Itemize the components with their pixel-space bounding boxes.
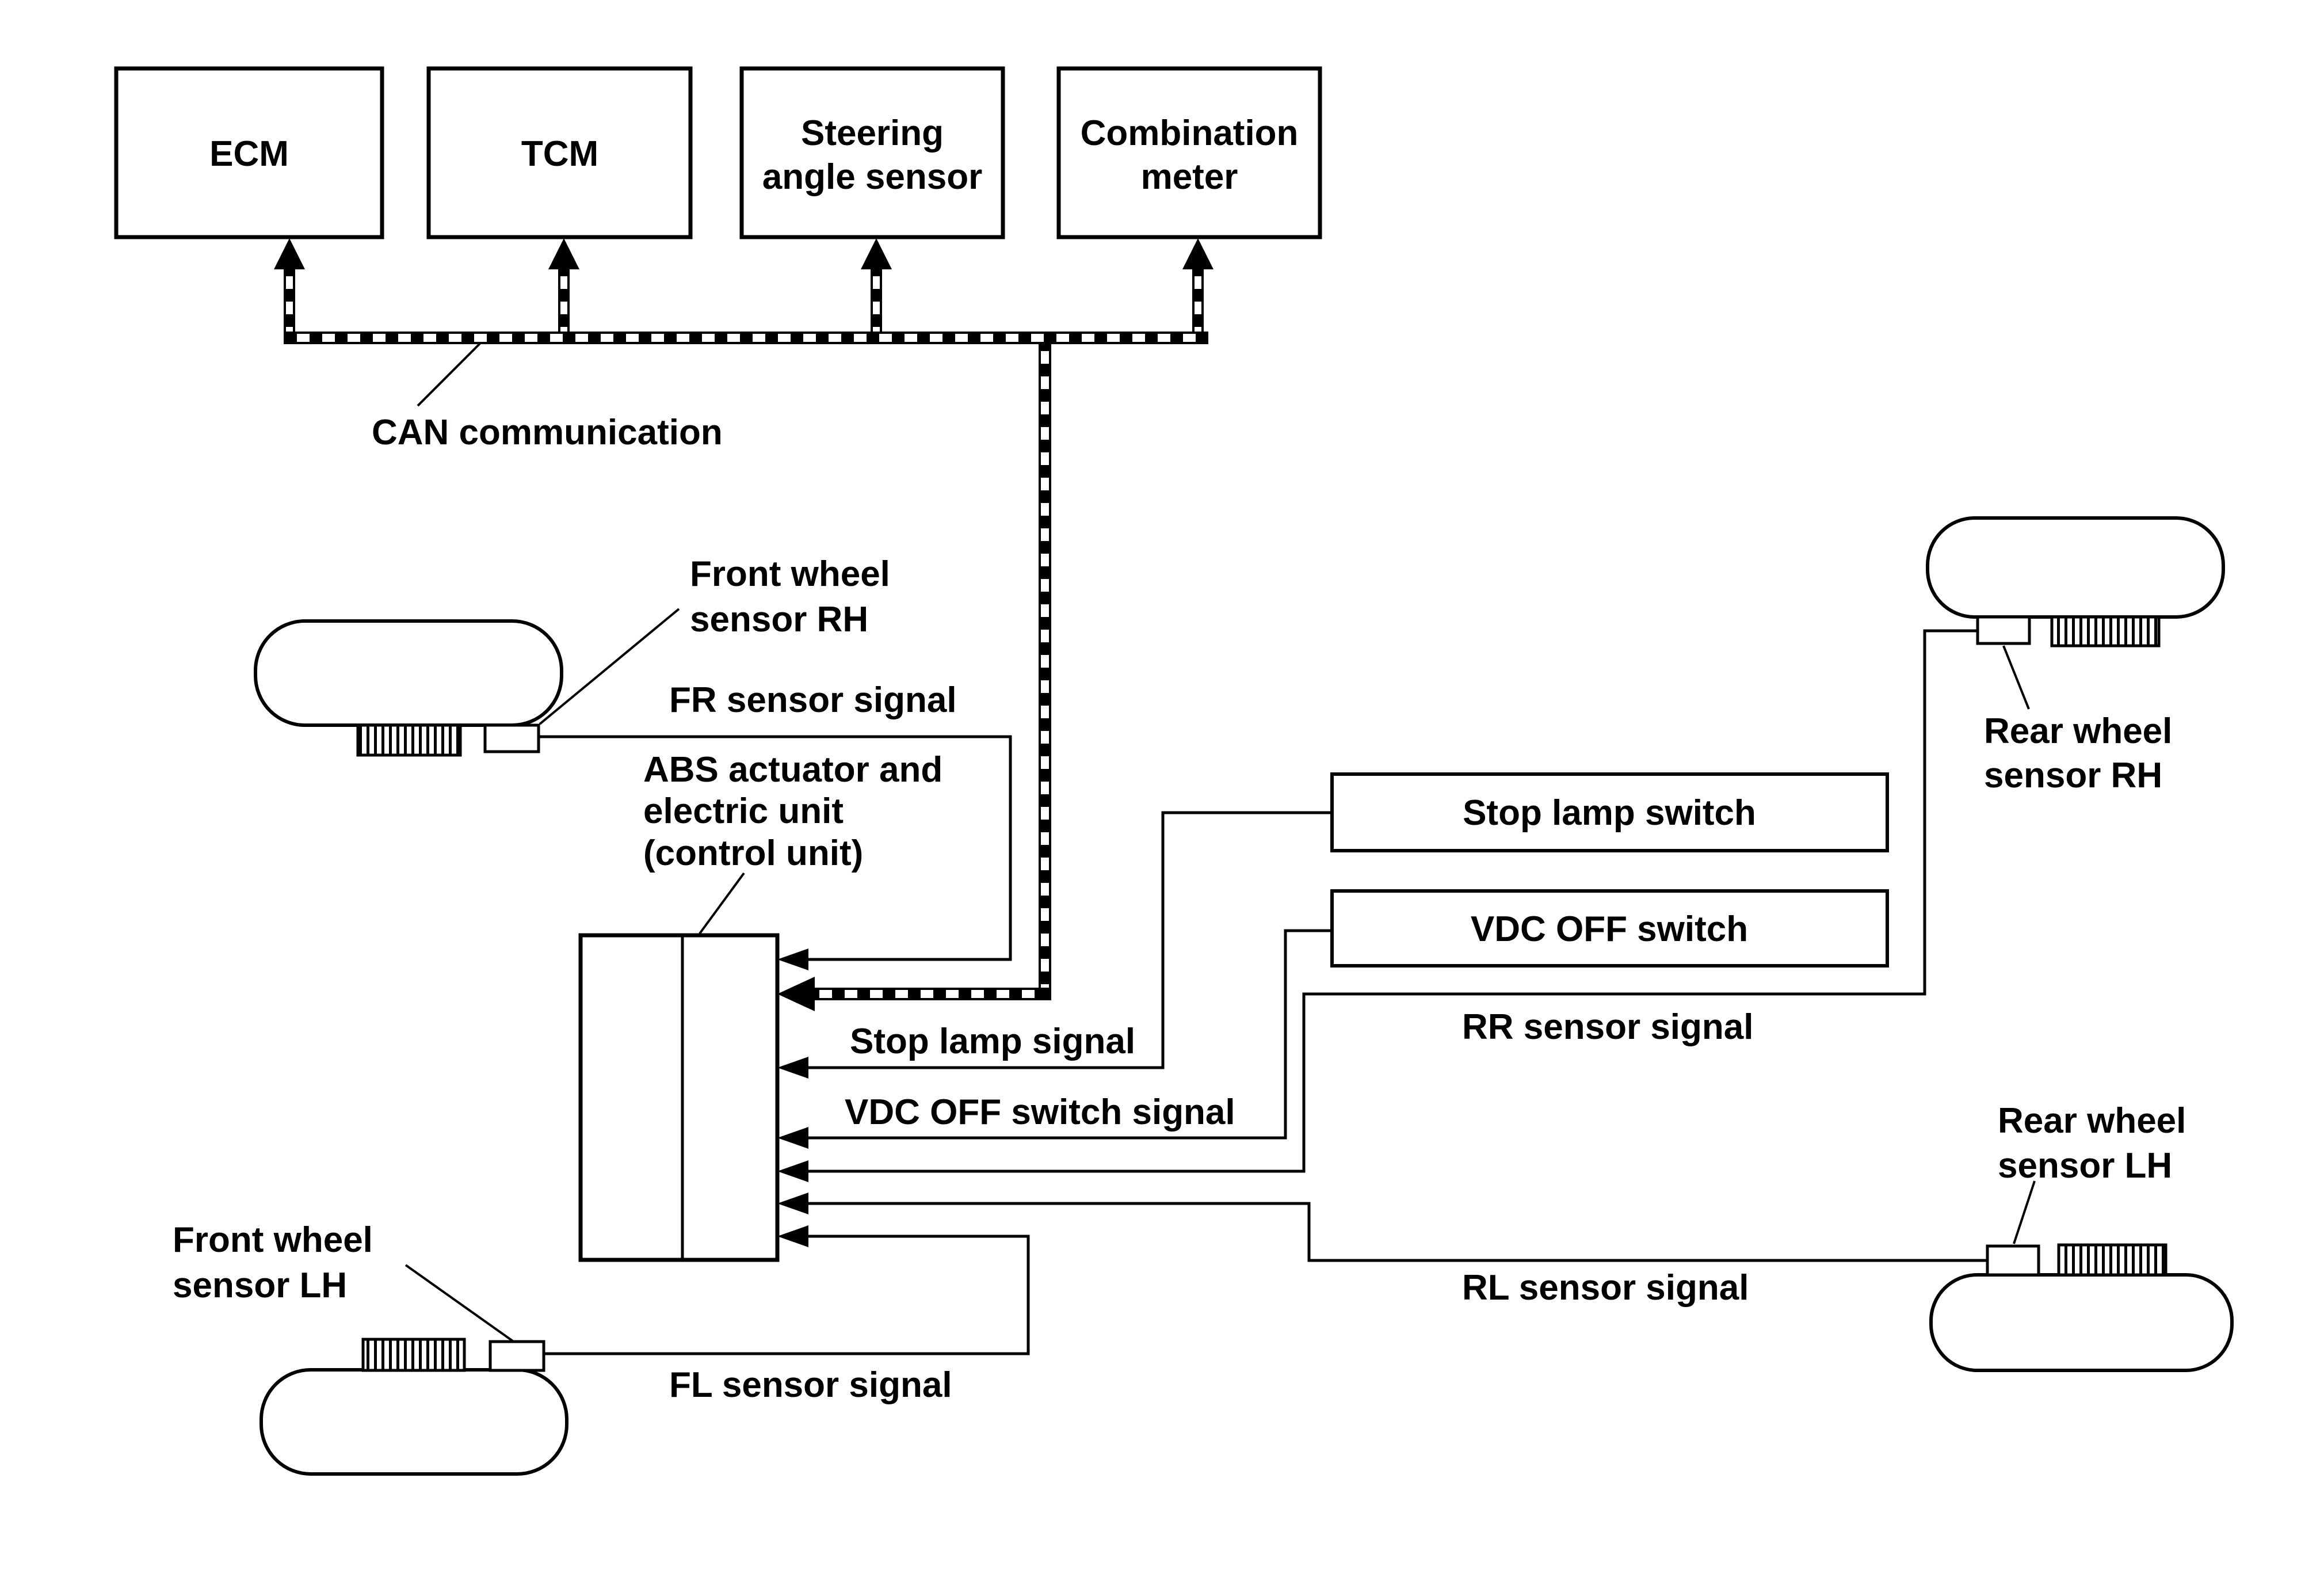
steering-angle-sensor-label-line1: Steering: [801, 113, 944, 153]
abs-unit-label-line3: (control unit): [643, 833, 863, 873]
fr-sensor-signal-label: FR sensor signal: [669, 680, 957, 720]
stop-arrow-icon: [777, 1057, 808, 1079]
rear-wheel-lh-label-line1: Rear wheel: [1998, 1101, 2186, 1141]
can-arrow-up-tcm-icon: [548, 238, 579, 269]
abs-unit-label-line2: electric unit: [643, 791, 844, 831]
can-arrow-up-combo-icon: [1182, 238, 1213, 269]
combination-meter-label-line1: Combination: [1081, 113, 1299, 153]
front-wheel-lh-label-line2: sensor LH: [173, 1266, 347, 1305]
fr-arrow-icon: [777, 949, 808, 970]
steering-angle-sensor-box: [739, 66, 1005, 239]
abs-label-pointer-line: [699, 872, 745, 935]
fl-sensor-signal-wire: [544, 1235, 1030, 1355]
fl-arrow-icon: [777, 1225, 808, 1247]
front-wheel-rh: [254, 619, 563, 727]
front-lh-label-pointer-line: [404, 1264, 516, 1343]
rear-rh-label-pointer-line: [2002, 645, 2030, 710]
wheel-sensor-front-rh: [483, 723, 540, 753]
vdc-off-switch-label: VDC OFF switch: [1471, 909, 1748, 949]
front-wheel-lh-assembly: Front wheel sensor LH: [173, 1220, 568, 1476]
can-drop-line: [1039, 344, 1051, 1000]
vdc-off-switch-signal-wire: [807, 929, 1332, 1140]
rl-sensor-signal-label: RL sensor signal: [1462, 1268, 1749, 1308]
combination-meter-label-line2: meter: [1141, 157, 1238, 197]
can-arrow-up-ecm-icon: [274, 238, 305, 269]
vdc-off-switch-signal-label: VDC OFF switch signal: [845, 1092, 1235, 1132]
fr-sensor-signal-wire: [539, 735, 1012, 961]
combination-meter-box: [1056, 66, 1322, 239]
rr-sensor-signal-label: RR sensor signal: [1462, 1007, 1753, 1047]
stop-lamp-signal-label: Stop lamp signal: [850, 1022, 1135, 1061]
vdc-off-switch-box: [1330, 889, 1889, 967]
can-label-pointer-line: [417, 342, 481, 407]
front-wheel-rh-label-line2: sensor RH: [690, 600, 868, 639]
rear-wheel-rh-assembly: Rear wheel sensor RH: [1926, 516, 2225, 795]
tcm-label: TCM: [521, 134, 598, 174]
can-arrow-into-abs-icon: [777, 977, 815, 1011]
rear-wheel-rh: [1926, 516, 2225, 619]
front-wheel-lh: [260, 1368, 568, 1476]
ecm-label: ECM: [209, 134, 289, 174]
can-communication-label: CAN communication: [372, 413, 723, 452]
can-arrow-up-steering-icon: [861, 238, 892, 269]
wheel-sensor-rear-rh: [1976, 615, 2031, 645]
rr-sensor-signal-wire: [807, 629, 1978, 1173]
rear-wheel-lh-label-line2: sensor LH: [1998, 1146, 2172, 1186]
vdc-arrow-icon: [777, 1127, 808, 1149]
tone-ring-front-rh-icon: [356, 723, 462, 757]
rl-sensor-signal-wire: [807, 1202, 1987, 1262]
wheel-sensor-rear-lh: [1986, 1244, 2040, 1277]
rear-wheel-lh: [1929, 1273, 2234, 1372]
ecm-box: [114, 66, 384, 239]
stop-lamp-switch-label: Stop lamp switch: [1463, 793, 1756, 833]
abs-unit-label-line1: ABS actuator and: [643, 750, 942, 790]
rear-wheel-rh-label-line1: Rear wheel: [1984, 711, 2172, 751]
rear-wheel-lh-assembly: Rear wheel sensor LH: [1929, 1101, 2234, 1372]
front-wheel-lh-label-line1: Front wheel: [173, 1220, 373, 1260]
front-wheel-rh-label-line1: Front wheel: [690, 554, 890, 594]
front-rh-label-pointer-line: [539, 608, 680, 725]
tone-ring-front-lh-icon: [361, 1338, 466, 1372]
abs-actuator-unit-box: [578, 933, 780, 1262]
can-bus: [274, 238, 1213, 1011]
fl-sensor-signal-label: FL sensor signal: [669, 1365, 952, 1405]
rear-lh-label-pointer-line: [2013, 1180, 2036, 1244]
rl-arrow-icon: [777, 1193, 808, 1214]
front-wheel-rh-assembly: Front wheel sensor RH: [254, 554, 890, 757]
stop-lamp-signal-wire: [807, 811, 1332, 1069]
can-bus-bar: [284, 332, 1208, 344]
rr-arrow-icon: [777, 1160, 808, 1182]
stop-lamp-switch-box: [1330, 772, 1889, 852]
tone-ring-rear-rh-icon: [2050, 615, 2161, 647]
tcm-box: [426, 66, 693, 239]
rear-wheel-rh-label-line2: sensor RH: [1984, 756, 2162, 795]
tone-ring-rear-lh-icon: [2057, 1243, 2167, 1277]
steering-angle-sensor-label-line2: angle sensor: [762, 157, 982, 197]
wheel-sensor-front-lh: [489, 1340, 545, 1372]
